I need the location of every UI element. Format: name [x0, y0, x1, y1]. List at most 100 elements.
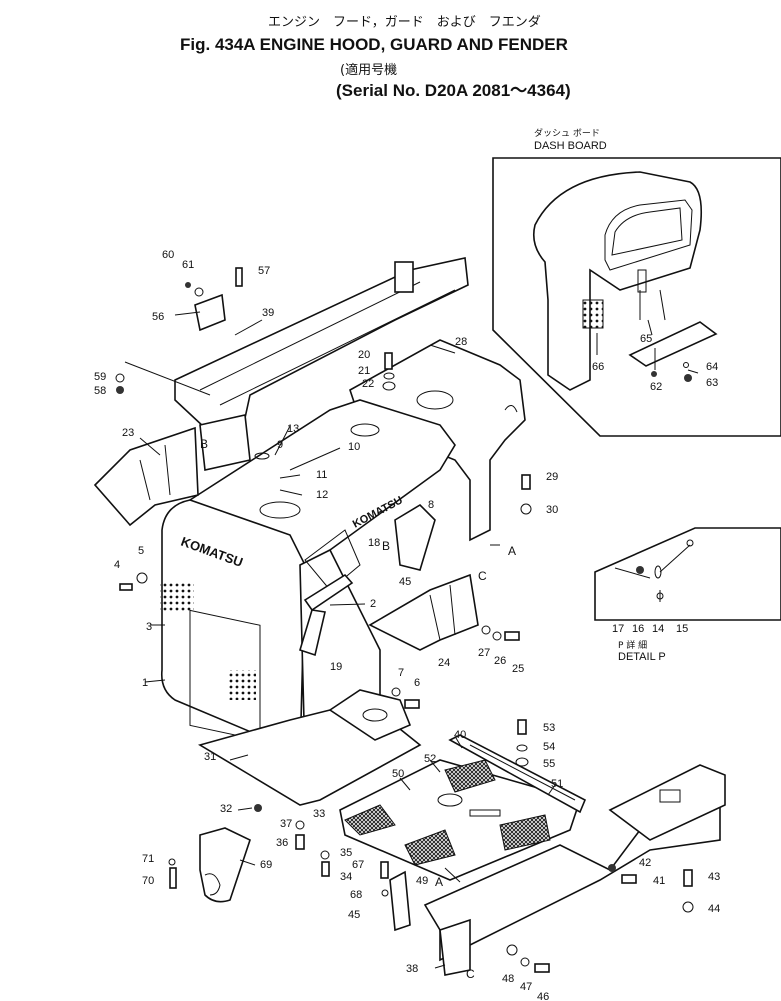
left-fender	[93, 426, 199, 527]
ref-c-upper: C	[478, 569, 487, 583]
callout-62: 62	[650, 381, 662, 393]
floor-assembly	[199, 734, 726, 976]
callout-70: 70	[142, 875, 154, 887]
leader-lines	[124, 311, 699, 969]
callout-35: 35	[340, 847, 352, 859]
detail-p-inset: P 詳 細 DETAIL P	[594, 527, 781, 663]
callout-3: 3	[146, 621, 152, 633]
callout-10: 10	[348, 441, 360, 453]
callout-45a: 45	[399, 576, 411, 588]
dash-board-plate	[628, 321, 718, 367]
callout-29: 29	[546, 471, 558, 483]
title-japanese: エンジン フード，ガード および フエンダ	[268, 15, 541, 30]
callout-55: 55	[543, 758, 555, 770]
callout-43: 43	[708, 871, 720, 883]
callout-64: 64	[706, 361, 718, 373]
callout-71: 71	[142, 853, 154, 865]
floor-rail	[448, 734, 587, 814]
callout-22: 22	[362, 378, 374, 390]
reference-letters: B B A A C C	[200, 437, 516, 981]
callout-17: 17	[612, 623, 624, 635]
callout-44: 44	[708, 903, 720, 915]
detail-p-label: DETAIL P	[618, 651, 666, 663]
callout-59: 59	[94, 371, 106, 383]
serial-japanese: (適用号機	[340, 62, 397, 78]
callout-56: 56	[152, 311, 164, 323]
callout-15: 15	[676, 623, 688, 635]
callout-63: 63	[706, 377, 718, 389]
callout-48: 48	[502, 973, 514, 985]
callout-42: 42	[639, 857, 651, 869]
callout-16: 16	[632, 623, 644, 635]
grille-holes	[160, 582, 256, 700]
callout-54: 54	[543, 741, 555, 753]
callout-8: 8	[428, 499, 434, 511]
ref-c-lower: C	[466, 967, 475, 981]
callout-36: 36	[276, 837, 288, 849]
figure-title: Fig. 434A ENGINE HOOD, GUARD AND FENDER	[180, 35, 568, 54]
frame-rail	[174, 257, 469, 429]
floor-board	[339, 759, 582, 881]
rear-bracket	[199, 827, 251, 903]
callout-1: 1	[142, 677, 148, 689]
callout-61: 61	[182, 259, 194, 271]
callout-47: 47	[520, 981, 532, 993]
callout-57: 57	[258, 265, 270, 277]
callout-67: 67	[352, 859, 364, 871]
callout-45b: 45	[348, 909, 360, 921]
callout-66: 66	[592, 361, 604, 373]
callout-60: 60	[162, 249, 174, 261]
callout-26: 26	[494, 655, 506, 667]
callout-27: 27	[478, 647, 490, 659]
callout-30: 30	[546, 504, 558, 516]
callout-12: 12	[316, 489, 328, 501]
ref-a-lower: A	[435, 875, 443, 889]
callout-25: 25	[512, 663, 524, 675]
callout-5: 5	[138, 545, 144, 557]
callout-34: 34	[340, 871, 352, 883]
dash-board-part	[532, 171, 703, 391]
detail-p-label-jp: P 詳 細	[618, 639, 647, 651]
dash-board-label: DASH BOARD	[534, 140, 607, 152]
ref-b-lower: B	[382, 539, 390, 553]
callout-65: 65	[640, 333, 652, 345]
callout-39: 39	[262, 307, 274, 319]
callout-14: 14	[652, 623, 664, 635]
dash-board-label-jp: ダッシュ ボード	[534, 127, 600, 139]
seat-guard	[394, 503, 436, 571]
mounting-bracket	[194, 293, 226, 332]
callout-40: 40	[454, 729, 466, 741]
callout-32: 32	[220, 803, 232, 815]
callout-49: 49	[416, 875, 428, 887]
callout-2: 2	[370, 598, 376, 610]
callout-13: 13	[287, 423, 299, 435]
callout-52: 52	[424, 753, 436, 765]
callout-50: 50	[392, 768, 404, 780]
callout-11: 11	[316, 469, 327, 481]
dash-board-inset: ダッシュ ボード DASH BOARD	[492, 127, 781, 437]
fasteners	[115, 267, 694, 973]
callout-58: 58	[94, 385, 106, 397]
callout-9: 9	[277, 439, 283, 451]
hood-assembly: KOMATSU KOMATSU	[93, 257, 526, 806]
callout-33: 33	[313, 808, 325, 820]
ref-b-upper: B	[200, 437, 208, 451]
callout-68: 68	[350, 889, 362, 901]
callout-53: 53	[543, 722, 555, 734]
callout-38: 38	[406, 963, 418, 975]
callout-31: 31	[204, 751, 216, 763]
callout-21: 21	[358, 365, 370, 377]
ref-a-upper: A	[508, 544, 516, 558]
callout-23: 23	[122, 427, 134, 439]
serial-number: (Serial No. D20A 2081～4364)	[336, 81, 571, 100]
callout-37: 37	[280, 818, 292, 830]
callout-69: 69	[260, 859, 272, 871]
callout-6: 6	[414, 677, 420, 689]
right-fender	[368, 573, 479, 651]
callout-20: 20	[358, 349, 370, 361]
callout-28: 28	[455, 336, 467, 348]
callout-19: 19	[330, 661, 342, 673]
